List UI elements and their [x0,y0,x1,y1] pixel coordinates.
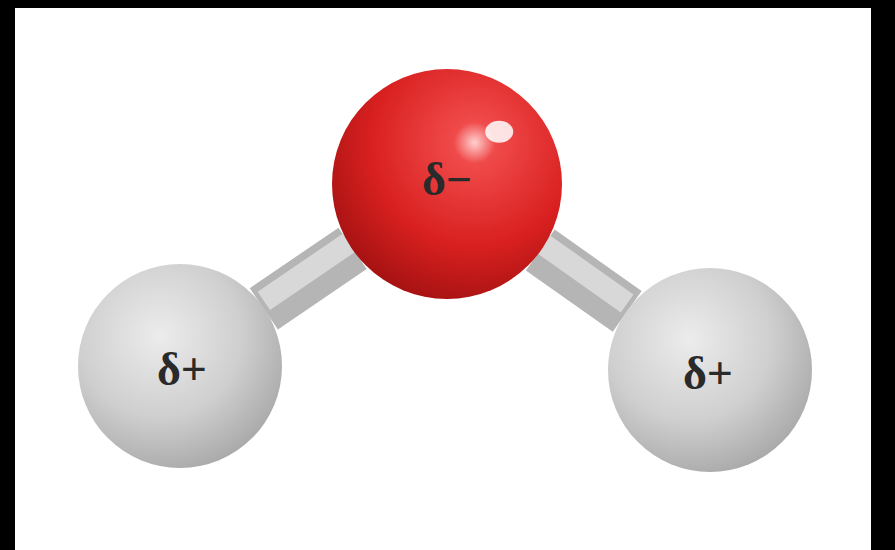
bond-shine [540,242,627,303]
hydrogen-atom: δ+ [607,267,813,473]
partial-charge: δ+ [157,347,207,393]
partial-charge: δ+ [683,351,733,397]
hydrogen-atom: δ+ [77,263,283,469]
partial-charge: δ− [422,157,472,203]
bond-shine [264,240,353,300]
oxygen-atom: δ− [331,68,563,300]
atom-sphere [332,69,562,299]
white-panel [15,8,871,550]
bond-group [540,242,627,311]
bond-group [264,240,353,308]
atom-sphere [608,268,812,472]
highlight [485,121,513,143]
atom-sphere [78,264,282,468]
